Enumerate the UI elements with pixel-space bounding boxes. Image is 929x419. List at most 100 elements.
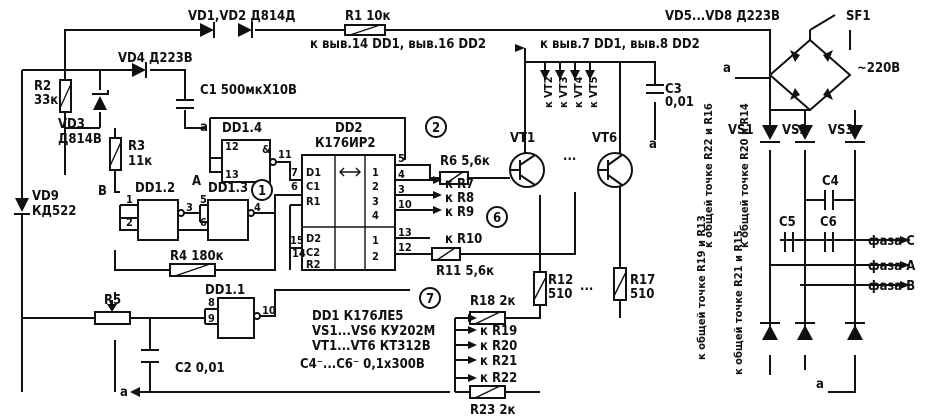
label-vs3: VS3 — [828, 123, 854, 138]
pin-dd2-13: 13 — [398, 226, 412, 239]
component-labels: VD1,VD2 Д814Д R1 10к VD5...VD8 Д223В SF1… — [32, 9, 915, 418]
pin-dd2-r1: R1 — [306, 195, 321, 208]
diode-vd2 — [238, 22, 253, 38]
label-mains: ~220В — [857, 61, 900, 76]
switch-sf1 — [809, 14, 851, 40]
callout-6: 6 — [493, 211, 501, 226]
resistor-r17 — [613, 267, 627, 301]
label-k-vyv14: к выв.14 DD1, выв.16 DD2 — [310, 37, 486, 52]
label-c3-name: C3 — [665, 82, 682, 97]
pin-dd2-q1: 1 — [372, 166, 379, 179]
label-c1: C1 500мкХ10В — [200, 83, 297, 98]
pin-dd2-q2b: 2 — [372, 250, 379, 263]
label-r18: R18 2к — [470, 294, 515, 309]
capacitor-c6 — [824, 232, 834, 252]
diode-vd1 — [200, 22, 215, 38]
label-r12-val: 510 — [548, 287, 572, 302]
label-r3-name: R3 — [128, 139, 145, 154]
pin-dd1-4-13: 13 — [225, 168, 239, 181]
label-ellipsis-vt: ... — [563, 149, 576, 164]
capacitor-c2 — [141, 349, 159, 363]
pin-dd2-12: 12 — [398, 241, 412, 254]
callout-2: 2 — [432, 121, 440, 136]
pin-dd2-3: 3 — [398, 183, 405, 196]
label-vt1: VT1 — [510, 131, 535, 146]
label-vd5-vd8: VD5...VD8 Д223В — [665, 9, 780, 24]
zener-vd3 — [92, 90, 109, 110]
label-vd1-vd2: VD1,VD2 Д814Д — [188, 9, 296, 24]
pin-dd2-q1b: 1 — [372, 234, 379, 247]
wires — [21, 29, 910, 393]
pin-dd2-7: 7 — [291, 166, 298, 179]
callouts: 1 2 6 7 — [251, 116, 508, 309]
transistor-vt6 — [597, 152, 633, 188]
label-to-r20-r14: к общей точке R20 и R14 — [738, 103, 751, 248]
arrows — [130, 44, 910, 397]
resistor-r1 — [344, 24, 386, 36]
thyristor-vs5 — [795, 322, 815, 340]
label-vs1: VS1 — [728, 123, 754, 138]
resistor-r2 — [59, 79, 72, 113]
label-faza-c: фаза С — [868, 234, 915, 249]
pin-dd2-q4: 4 — [372, 209, 379, 222]
label-r12-name: R12 — [548, 273, 573, 288]
label-dd2-type: К176ИР2 — [315, 136, 375, 151]
label-r17-name: R17 — [630, 273, 655, 288]
label-node-a: А — [192, 174, 201, 189]
pin-dd1-4-12: 12 — [225, 140, 239, 153]
label-c3-gnd: а — [649, 137, 657, 152]
resistor-r12 — [533, 271, 547, 306]
label-k-r20: к R20 — [480, 339, 517, 354]
pin-dd2-14: 14 — [292, 247, 306, 260]
pin-dd1-1-9: 9 — [208, 312, 215, 325]
label-legend-vt: VT1...VT6 КТ312В — [312, 339, 431, 354]
pin-dd2-5: 5 — [398, 152, 405, 165]
label-vt2: к VT2 — [542, 76, 555, 108]
thyristor-vs6 — [845, 322, 865, 340]
label-node-a-bridge: а — [723, 61, 731, 76]
label-to-r22-r16: к общей точке R22 и R16 — [702, 103, 715, 248]
label-dd1-1: DD1.1 — [205, 283, 245, 298]
capacitor-c4 — [805, 190, 855, 210]
label-k-vyv7: к выв.7 DD1, выв.8 DD2 — [540, 37, 700, 52]
pin-dd1-2-1: 1 — [126, 193, 133, 206]
gate-dd1-4: & — [221, 139, 277, 183]
pin-dd2-c1: C1 — [306, 180, 320, 193]
label-r3-val: 11к — [128, 154, 152, 169]
label-k-r9: к R9 — [445, 205, 474, 220]
label-k-r22: к R22 — [480, 371, 517, 386]
pin-dd2-q3: 3 — [372, 195, 379, 208]
label-vt6: VT6 — [592, 131, 617, 146]
pin-dd2-c2: C2 — [306, 246, 320, 259]
label-r2-val: 33к — [34, 93, 58, 108]
pin-dd2-15: 15 — [290, 234, 304, 247]
pin-dd2-r2: R2 — [306, 258, 321, 271]
label-ellipsis-r: ... — [580, 279, 593, 294]
label-to-r19-r13: к общей точке R19 и R13 — [695, 215, 708, 360]
label-k-r10: к R10 — [445, 232, 482, 247]
pin-dd2-d1: D1 — [306, 166, 321, 179]
pin-dd1-2-2: 2 — [126, 216, 133, 229]
label-k-r8: к R8 — [445, 191, 474, 206]
label-vd3-name: VD3 — [58, 117, 85, 132]
pin-dd1-2-3: 3 — [186, 201, 193, 214]
label-vd9-name: VD9 — [32, 189, 59, 204]
pin-dd1-3-6: 6 — [200, 216, 207, 229]
pin-dd1-1-10: 10 — [262, 304, 276, 317]
resistor-r11 — [431, 247, 461, 261]
pin-dd1-1-8: 8 — [208, 296, 215, 309]
label-node-b: В — [98, 184, 107, 199]
label-k-r7: к R7 — [445, 177, 474, 192]
label-r4: R4 180к — [170, 249, 224, 264]
label-c3-val: 0,01 — [665, 95, 694, 110]
label-c2: C2 0,01 — [175, 361, 225, 376]
label-r1: R1 10к — [345, 9, 390, 24]
chip-dd2 — [301, 154, 396, 271]
label-sf1: SF1 — [846, 9, 871, 24]
label-c5: C5 — [779, 215, 796, 230]
transistor-vt1 — [509, 152, 545, 188]
pin-dd2-10: 10 — [398, 198, 412, 211]
label-r2-name: R2 — [34, 79, 51, 94]
pin-dd1-3-4: 4 — [254, 201, 261, 214]
